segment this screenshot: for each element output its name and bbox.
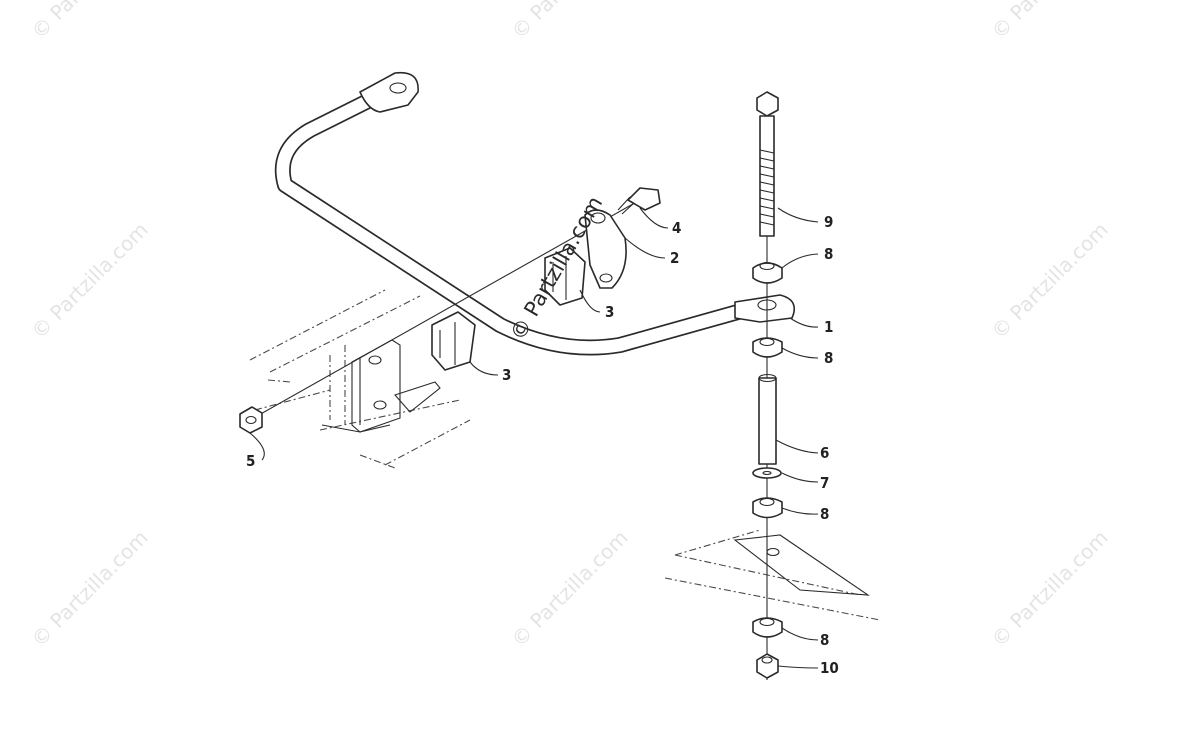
- callout-4: 4: [672, 219, 681, 237]
- callout-3-lower: 3: [502, 366, 511, 384]
- callout-8-b: 8: [824, 349, 833, 367]
- watermark-left-bottom: © Partzilla.com: [27, 525, 153, 651]
- nut-part-5: [239, 406, 263, 434]
- callout-10: 10: [820, 659, 839, 677]
- watermark-left-mid: © Partzilla.com: [27, 217, 153, 343]
- bushing-part-3-lower: [431, 311, 476, 371]
- watermark-right-bottom: © Partzilla.com: [987, 525, 1113, 651]
- nut-part-10: [756, 653, 779, 679]
- callout-8-c: 8: [820, 505, 829, 523]
- washer-part-7: [752, 467, 782, 479]
- bolt-part-4: [617, 187, 661, 215]
- watermark-corner-tl: © Partz: [27, 0, 98, 44]
- stabilizer-bar: [274, 71, 796, 356]
- callout-5: 5: [246, 452, 255, 470]
- bolt-part-9: [756, 91, 779, 237]
- callout-8-a: 8: [824, 245, 833, 263]
- callout-7: 7: [820, 474, 829, 492]
- callout-2: 2: [670, 249, 679, 267]
- assembly-axis: [249, 100, 768, 680]
- callout-labels: 9 8 1 8 6 7 8 8 10 4 2 3 3 5: [246, 213, 839, 677]
- callout-6: 6: [820, 444, 829, 462]
- watermark-center-bottom: © Partzilla.com: [507, 525, 633, 651]
- grommet-part-8-b: [752, 337, 783, 358]
- watermark-corner-tr: © Partz: [987, 0, 1058, 44]
- frame-reference-left: [249, 289, 471, 469]
- bushing-part-3-upper: [544, 247, 586, 306]
- frame-reference-right: [664, 529, 881, 621]
- callout-leaders: [249, 207, 819, 669]
- callout-1: 1: [824, 318, 833, 336]
- watermark-right-mid: © Partzilla.com: [987, 217, 1113, 343]
- callout-8-d: 8: [820, 631, 829, 649]
- spacer-part-6: [758, 373, 777, 465]
- grommet-part-8-c: [752, 497, 783, 519]
- grommet-part-8-a: [752, 261, 783, 284]
- watermark-corner-tc: © Partz: [507, 0, 578, 44]
- grommet-part-8-d: [752, 617, 783, 638]
- callout-9: 9: [824, 213, 833, 231]
- watermark-layer: © Partz © Partz © Partz © Partzilla.com …: [27, 0, 1113, 652]
- callout-3-upper: 3: [605, 303, 614, 321]
